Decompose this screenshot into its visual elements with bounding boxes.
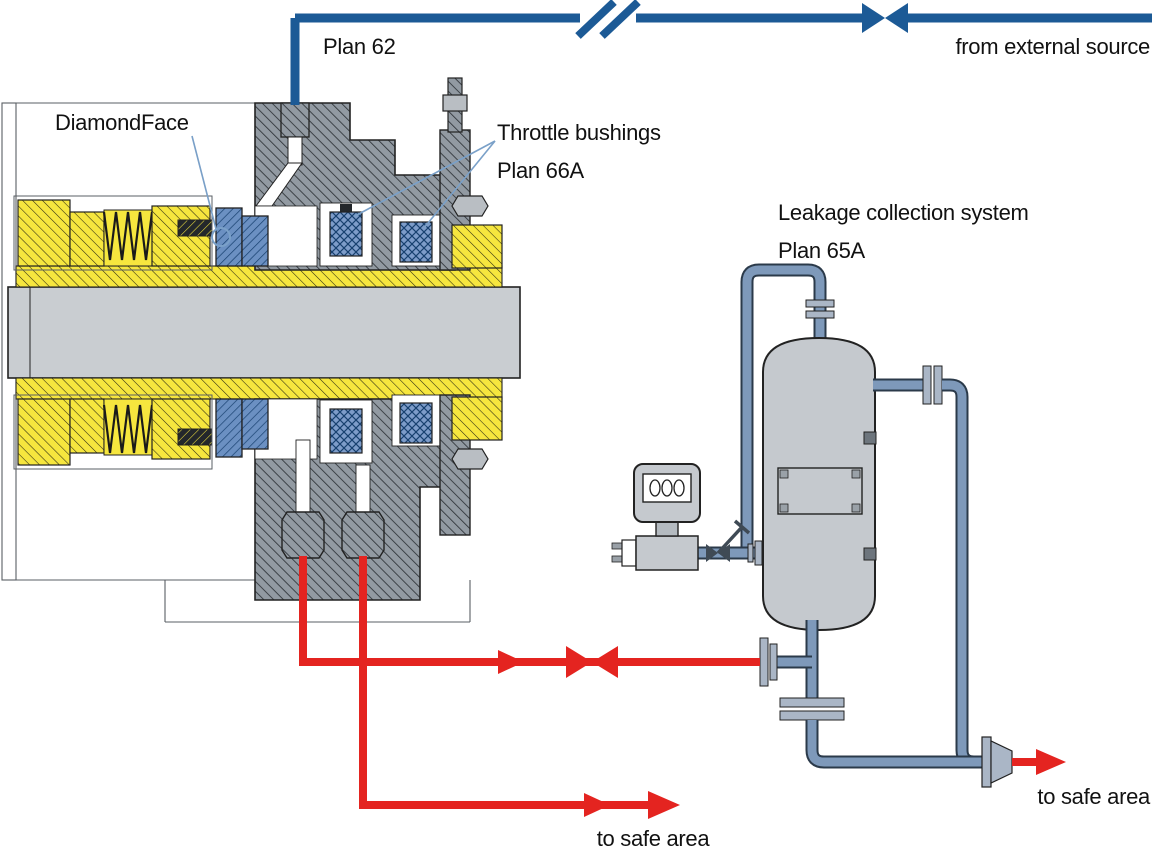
transmitter-neck bbox=[655, 521, 679, 537]
label-to-safe-area-bottom: to safe area bbox=[596, 826, 710, 851]
label-leakage-system-line1: Leakage collection system bbox=[778, 200, 1029, 225]
red-drain-line-1 bbox=[299, 556, 760, 678]
hex-nut bbox=[442, 94, 468, 112]
leader-line-diamondface bbox=[191, 135, 217, 230]
flange bbox=[769, 643, 778, 681]
vent-loop-pipe bbox=[740, 263, 835, 556]
flow-arrow bbox=[648, 791, 680, 819]
flange bbox=[779, 697, 845, 708]
diamondface-marker bbox=[211, 227, 231, 247]
flange bbox=[747, 543, 754, 563]
quench-port-plug bbox=[280, 102, 310, 138]
collection-pot bbox=[762, 336, 877, 632]
throttle-bushing-3 bbox=[329, 408, 363, 454]
needle-valve-icon bbox=[706, 519, 751, 562]
gland-flange-lower bbox=[439, 394, 503, 536]
level-transmitter bbox=[611, 463, 763, 571]
bracket-bolt bbox=[611, 555, 623, 563]
outlet-red-arrow bbox=[1012, 749, 1066, 775]
label-from-external-source: from external source bbox=[955, 34, 1150, 59]
drain-port-1 bbox=[281, 439, 325, 559]
display-digit bbox=[649, 479, 661, 497]
flow-arrow bbox=[1036, 749, 1066, 775]
flange bbox=[779, 710, 845, 721]
seal-cross-section bbox=[7, 77, 521, 601]
label-leakage-system-line2: Plan 65A bbox=[778, 237, 865, 263]
check-valve-icon bbox=[575, 0, 641, 39]
seal-faces-lower bbox=[215, 398, 269, 458]
label-plan62: Plan 62 bbox=[323, 34, 396, 59]
transmitter-display bbox=[642, 473, 692, 503]
quench-port-bore bbox=[287, 136, 303, 166]
bracket-bolt bbox=[611, 542, 623, 550]
drain-valve-icon bbox=[566, 646, 618, 678]
flow-arrow bbox=[498, 650, 524, 674]
hex-bolt bbox=[451, 195, 489, 217]
plan62-line bbox=[290, 0, 1152, 105]
mounting-bracket bbox=[621, 539, 637, 567]
drain-pipe bbox=[759, 620, 1013, 788]
vessel-fitting bbox=[863, 431, 877, 445]
drain-port-2 bbox=[341, 464, 385, 559]
leader-line-throttle-2 bbox=[423, 140, 496, 229]
bushing-carrier-upper bbox=[451, 224, 503, 269]
spring-upper bbox=[102, 211, 154, 261]
rotating-unit-lower bbox=[17, 398, 213, 466]
nameplate-bolt bbox=[851, 503, 861, 513]
drive-collar bbox=[177, 219, 213, 237]
bushing-set-screw bbox=[340, 204, 352, 213]
flange bbox=[933, 365, 943, 405]
label-diamondface: DiamondFace bbox=[55, 110, 189, 135]
shaft bbox=[7, 286, 521, 379]
unit-outline bbox=[13, 394, 213, 470]
flange bbox=[754, 540, 763, 566]
reducer bbox=[990, 740, 1013, 784]
label-throttle-bushings-line1: Throttle bushings bbox=[497, 120, 661, 145]
nameplate-bolt bbox=[851, 469, 861, 479]
label-throttle-bushings-line2: Plan 66A bbox=[497, 157, 584, 183]
throttle-bushing-2 bbox=[399, 221, 433, 263]
spring-lower bbox=[102, 404, 154, 454]
display-digit bbox=[661, 479, 673, 497]
transmitter-body bbox=[635, 535, 699, 571]
red-drain-line-2 bbox=[359, 556, 680, 819]
flange bbox=[922, 365, 932, 405]
flange bbox=[759, 637, 769, 687]
label-throttle-bushings: Throttle bushings Plan 66A bbox=[497, 114, 661, 190]
vessel-fitting bbox=[863, 547, 877, 561]
label-leakage-system: Leakage collection system Plan 65A bbox=[778, 194, 1029, 270]
shutoff-valve-icon bbox=[862, 3, 908, 33]
nameplate bbox=[777, 467, 863, 515]
callout-leaders bbox=[191, 135, 496, 247]
throttle-bushing-4 bbox=[399, 402, 433, 444]
display-digit bbox=[673, 479, 685, 497]
flange bbox=[805, 299, 835, 308]
leader-line-throttle-1 bbox=[354, 140, 496, 217]
flange bbox=[805, 310, 835, 319]
flange bbox=[981, 736, 992, 788]
drive-collar bbox=[177, 428, 213, 446]
nameplate-bolt bbox=[779, 469, 789, 479]
rotating-unit-upper bbox=[17, 199, 213, 267]
seal-faces-upper bbox=[215, 207, 269, 267]
label-to-safe-area-right: to safe area bbox=[1037, 784, 1150, 809]
throttle-bushing-1 bbox=[329, 211, 363, 257]
bushing-carrier-lower bbox=[451, 396, 503, 441]
nameplate-bolt bbox=[779, 503, 789, 513]
flow-arrow bbox=[584, 793, 610, 817]
gland-flange-upper bbox=[439, 77, 503, 271]
outlet-pipe bbox=[873, 365, 986, 769]
hex-bolt bbox=[451, 448, 489, 470]
